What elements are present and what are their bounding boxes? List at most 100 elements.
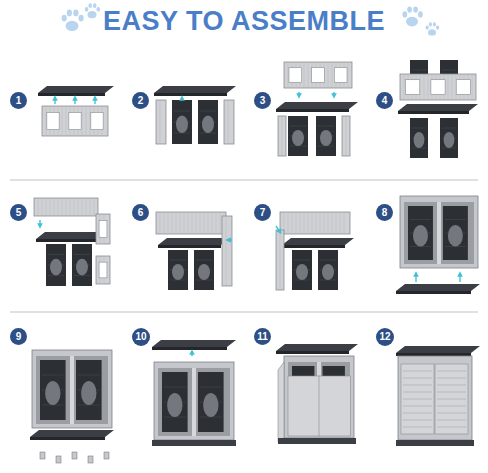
divider-hole bbox=[198, 264, 210, 280]
step-number-text: 5 bbox=[16, 208, 22, 218]
door-stripe bbox=[403, 406, 432, 407]
steps bbox=[30, 60, 480, 463]
panel-groove bbox=[348, 63, 349, 87]
divider-slat bbox=[164, 387, 186, 388]
step-number-text: 1 bbox=[16, 96, 22, 106]
paw-toe bbox=[402, 11, 407, 17]
door-stripe bbox=[437, 399, 466, 400]
slab-edge bbox=[158, 245, 221, 248]
panel-groove bbox=[346, 117, 347, 155]
cabinet-door bbox=[435, 364, 468, 434]
divider-hole bbox=[45, 381, 60, 405]
panel-window bbox=[289, 68, 302, 83]
door-stripe bbox=[437, 392, 466, 393]
panel-window bbox=[334, 68, 347, 83]
door-stripe bbox=[403, 427, 432, 428]
cabinet-interior bbox=[36, 356, 108, 424]
divider-panel bbox=[318, 250, 338, 290]
divider-hole bbox=[322, 264, 334, 280]
top-slab bbox=[158, 238, 230, 245]
panel-groove bbox=[228, 101, 229, 143]
panel-groove bbox=[180, 213, 181, 233]
step-number: 12 bbox=[376, 328, 394, 346]
door-stripe bbox=[403, 392, 432, 393]
base bbox=[152, 440, 236, 446]
panel-groove bbox=[304, 63, 305, 87]
top-slab bbox=[396, 284, 480, 291]
panel-window bbox=[312, 68, 325, 83]
cabinet-body bbox=[398, 356, 472, 440]
panel-window bbox=[406, 80, 420, 95]
assembly-arrow bbox=[459, 274, 460, 282]
panel-groove bbox=[328, 63, 329, 87]
paw-toe bbox=[79, 15, 84, 22]
divider-slat bbox=[320, 260, 336, 261]
divider-slat bbox=[442, 128, 456, 129]
panel-groove bbox=[172, 213, 173, 233]
panel-groove bbox=[188, 213, 189, 233]
top-slab bbox=[38, 86, 114, 93]
paw-pad bbox=[428, 29, 436, 35]
panel-groove bbox=[164, 213, 165, 233]
divider-hole bbox=[444, 132, 455, 148]
door-stripe bbox=[403, 378, 432, 379]
door-stripe bbox=[403, 371, 432, 372]
step-number-text: 3 bbox=[260, 96, 266, 106]
divider-hole bbox=[414, 132, 425, 148]
slab-edge bbox=[154, 93, 227, 96]
step-number: 10 bbox=[132, 328, 150, 346]
panel-groove bbox=[168, 213, 169, 233]
step-number: 3 bbox=[254, 92, 271, 109]
divider-slat bbox=[174, 111, 190, 112]
panel-groove bbox=[90, 107, 91, 135]
step-number: 11 bbox=[254, 328, 271, 345]
step-number-text: 6 bbox=[138, 208, 144, 218]
divider-slat bbox=[410, 219, 431, 220]
divider-panel bbox=[410, 118, 428, 158]
divider-panel bbox=[46, 244, 66, 286]
panel-groove bbox=[324, 213, 325, 233]
divider-hole bbox=[413, 225, 428, 247]
panel-groove bbox=[38, 199, 39, 215]
foot-piece bbox=[40, 452, 45, 459]
panel-window bbox=[99, 262, 107, 278]
door-stripe bbox=[403, 413, 432, 414]
foot-piece bbox=[104, 452, 109, 459]
side-panel bbox=[224, 100, 234, 144]
assembly-arrow bbox=[298, 92, 299, 96]
divider-slat bbox=[442, 70, 456, 71]
door-stripe bbox=[403, 385, 432, 386]
panel-groove bbox=[308, 63, 309, 87]
divider-panel bbox=[172, 100, 192, 144]
panel-groove bbox=[70, 199, 71, 215]
slab-edge bbox=[282, 245, 345, 248]
paw-toe bbox=[67, 10, 72, 17]
side-panel bbox=[156, 212, 226, 234]
divider-slat bbox=[200, 387, 222, 388]
door-stripe bbox=[437, 406, 466, 407]
panel-groove bbox=[86, 107, 87, 135]
divider-panel bbox=[194, 250, 214, 290]
panel-groove bbox=[448, 75, 449, 99]
panel-groove bbox=[316, 213, 317, 233]
paw-toe bbox=[97, 7, 101, 12]
panel-groove bbox=[220, 213, 221, 233]
slab-edge bbox=[396, 353, 471, 356]
step-number-text: 4 bbox=[382, 96, 388, 106]
side-panel bbox=[280, 212, 350, 234]
panel-groove bbox=[66, 199, 67, 215]
divider-slat bbox=[412, 70, 426, 71]
center-post bbox=[437, 202, 441, 264]
panel-window bbox=[431, 80, 445, 95]
panel-groove bbox=[62, 199, 63, 215]
panel-groove bbox=[74, 199, 75, 215]
base bbox=[278, 438, 356, 444]
step-number: 7 bbox=[254, 204, 271, 221]
assembly-arrow bbox=[191, 352, 192, 356]
step-number-text: 10 bbox=[135, 332, 146, 342]
row-separator bbox=[10, 312, 478, 313]
paw-toe bbox=[85, 7, 89, 12]
paw-toe bbox=[88, 3, 92, 8]
